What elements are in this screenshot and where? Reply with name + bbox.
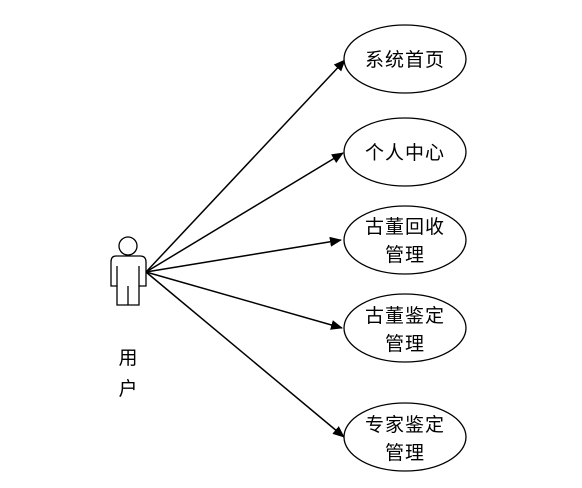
actor-figure <box>110 236 147 306</box>
use-case-personal-center: 个人中心 <box>343 117 467 187</box>
use-case-label: 个人中心 <box>365 142 445 164</box>
use-case-ellipse <box>343 205 467 275</box>
use-case-ellipse <box>343 293 467 363</box>
association-arrows <box>145 59 346 438</box>
actor-name-line1: 用 <box>118 347 137 369</box>
use-case-label-line1: 古董鉴定 <box>365 305 445 327</box>
use-case-ellipse <box>343 24 467 94</box>
use-case-system-home: 系统首页 <box>343 24 467 94</box>
arrow-to-personal-center <box>145 152 344 273</box>
arrow-to-antique-appraisal <box>145 271 343 330</box>
use-case-label: 系统首页 <box>365 49 445 71</box>
arrow-to-antique-recycling <box>145 236 342 273</box>
actor-head <box>118 236 138 256</box>
actor-name-line2: 户 <box>118 378 137 400</box>
use-case-ellipse <box>343 402 467 472</box>
actor-body <box>110 255 147 306</box>
use-case-antique-appraisal: 古董鉴定 管理 <box>343 293 467 363</box>
use-case-label-line2: 管理 <box>385 244 425 266</box>
use-case-ellipse <box>343 117 467 187</box>
use-case-label-line1: 古董回收 <box>365 216 445 238</box>
use-case-label-line2: 管理 <box>385 333 425 355</box>
use-case-label-line1: 专家鉴定 <box>365 414 445 436</box>
arrow-to-system-home <box>145 59 346 273</box>
use-case-label-line2: 管理 <box>385 442 425 464</box>
use-case-expert-appraisal: 专家鉴定 管理 <box>343 402 467 472</box>
arrow-to-expert-appraisal <box>145 271 345 438</box>
use-case-antique-recycling: 古董回收 管理 <box>343 205 467 275</box>
